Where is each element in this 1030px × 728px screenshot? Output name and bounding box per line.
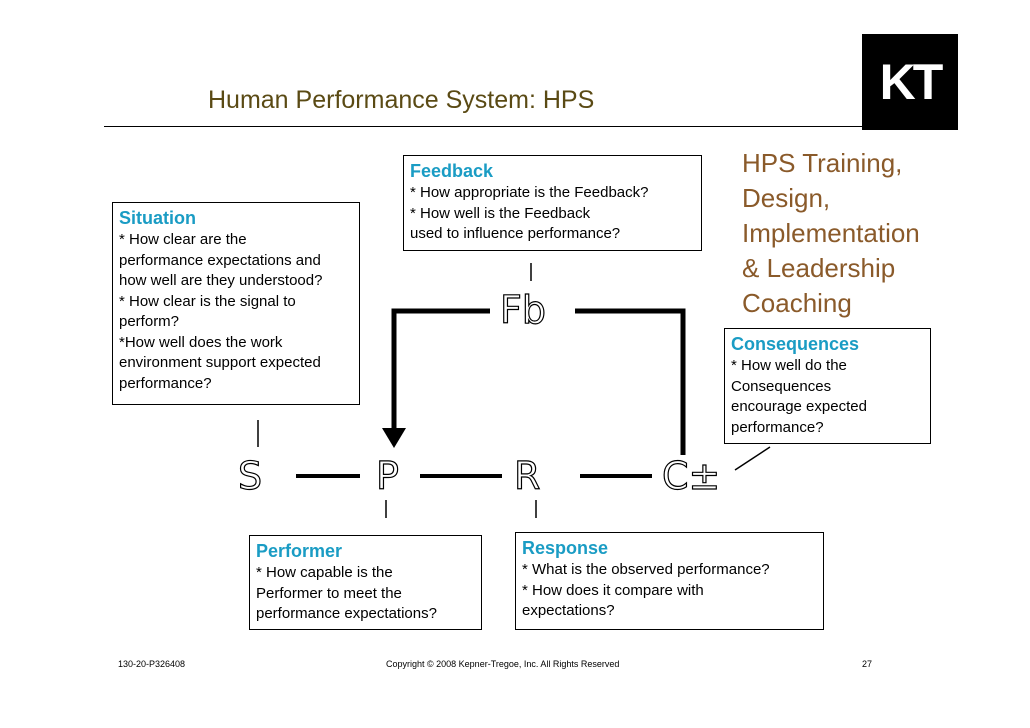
copyright-notice: Copyright © 2008 Kepner-Tregoe, Inc. All… bbox=[386, 659, 620, 669]
performer-box: Performer * How capable is the Performer… bbox=[249, 535, 482, 630]
situation-line: perform? bbox=[119, 313, 180, 330]
feedback-line: used to influence performance? bbox=[410, 225, 621, 242]
node-consequences: C± bbox=[661, 454, 721, 498]
feedback-arrowhead bbox=[382, 428, 406, 448]
consequences-heading: Consequences bbox=[731, 334, 860, 354]
response-line: * How does it compare with bbox=[522, 581, 704, 599]
consequences-line: Consequences bbox=[731, 377, 832, 395]
document-code: 130-20-P326408 bbox=[118, 659, 186, 669]
title-divider bbox=[104, 126, 926, 127]
page-number: 27 bbox=[862, 659, 873, 669]
situation-box: Situation * How clear are the performanc… bbox=[112, 202, 360, 405]
node-situation: S bbox=[237, 454, 263, 498]
hps-note-line: Design, bbox=[742, 183, 831, 213]
kt-logo: KT bbox=[862, 34, 958, 130]
response-box: Response * What is the observed performa… bbox=[515, 532, 824, 630]
hps-training-note: HPS Training, Design, Implementation & L… bbox=[742, 146, 920, 321]
response-heading: Response bbox=[522, 538, 609, 558]
hps-note-line: HPS Training, bbox=[742, 148, 903, 178]
performer-heading: Performer bbox=[256, 541, 343, 561]
node-feedback: Fb bbox=[499, 288, 546, 332]
node-response: R bbox=[513, 454, 541, 498]
feedback-loop-right bbox=[575, 308, 686, 455]
situation-line: environment support expected bbox=[119, 354, 321, 371]
response-line: expectations? bbox=[522, 602, 615, 619]
consequences-callout-tick bbox=[734, 446, 771, 471]
situation-heading: Situation bbox=[119, 208, 196, 228]
consequences-line: encourage expected bbox=[731, 398, 867, 415]
situation-line: performance? bbox=[119, 374, 212, 392]
page-title: Human Performance System: HPS bbox=[208, 86, 595, 114]
feedback-line: * How appropriate is the Feedback? bbox=[410, 184, 649, 201]
node-performer: P bbox=[375, 454, 399, 498]
feedback-heading: Feedback bbox=[410, 161, 494, 181]
consequences-line: * How well do the bbox=[731, 357, 847, 374]
performer-line: performance expectations? bbox=[256, 605, 437, 622]
performer-line: Performer to meet the bbox=[256, 584, 402, 602]
situation-line: how well are they understood? bbox=[119, 272, 323, 289]
hps-note-line: & Leadership bbox=[742, 253, 896, 283]
hps-note-line: Implementation bbox=[742, 218, 920, 248]
situation-line: * How clear are the bbox=[119, 231, 247, 248]
performer-line: * How capable is the bbox=[256, 564, 393, 581]
feedback-loop-left bbox=[391, 308, 490, 432]
situation-line: * How clear is the signal to bbox=[119, 292, 296, 310]
feedback-line: * How well is the Feedback bbox=[410, 204, 591, 222]
situation-line: performance expectations and bbox=[119, 251, 321, 269]
feedback-box: Feedback * How appropriate is the Feedba… bbox=[403, 155, 702, 251]
hps-note-line: Coaching bbox=[742, 288, 852, 318]
response-line: * What is the observed performance? bbox=[522, 561, 770, 578]
situation-line: *How well does the work bbox=[119, 333, 283, 351]
consequences-box: Consequences * How well do the Consequen… bbox=[724, 328, 931, 444]
consequences-line: performance? bbox=[731, 418, 824, 436]
